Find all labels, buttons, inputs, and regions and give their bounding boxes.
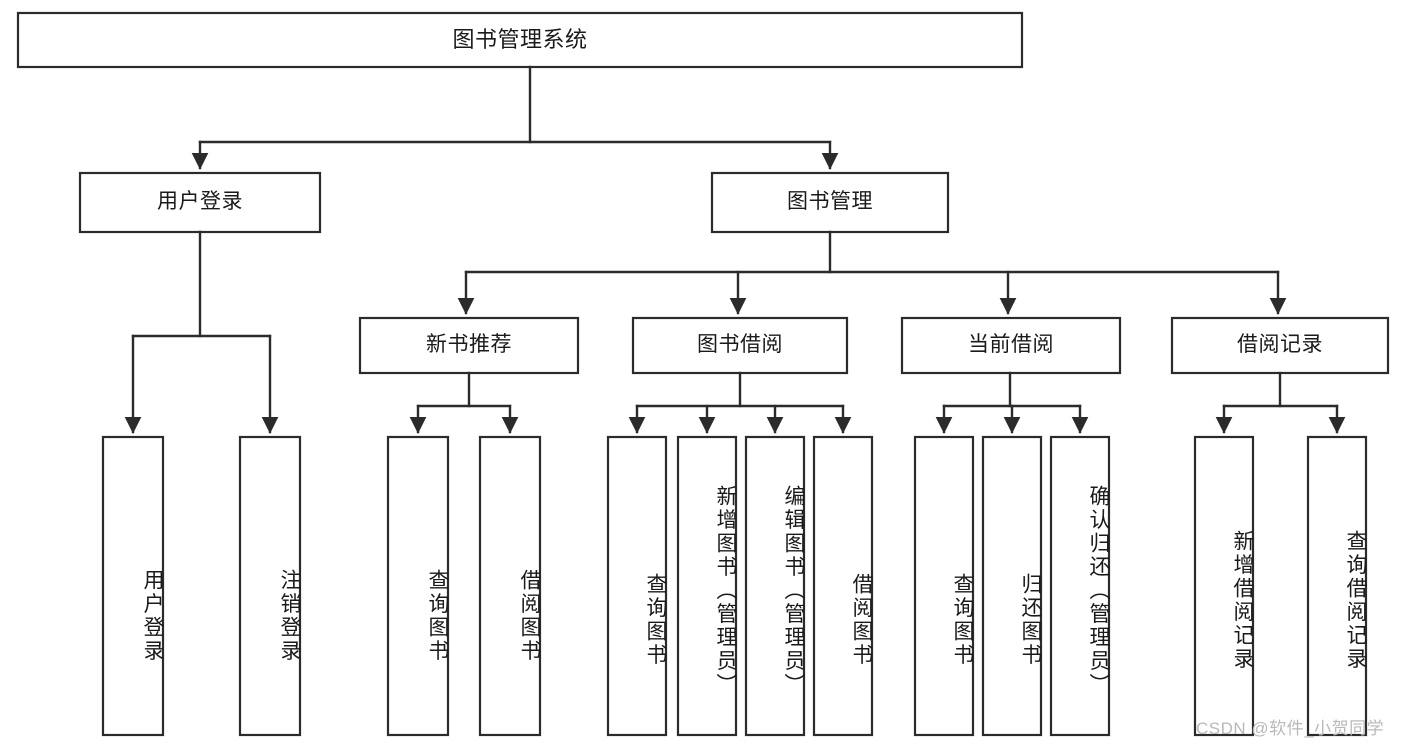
node-leaf-query-book-current-box[interactable] [913,435,975,737]
node-leaf-query-book-borrow-box[interactable] [606,435,668,737]
node-current-borrow-box[interactable] [900,316,1122,375]
node-leaf-user-logout-box[interactable] [238,435,302,737]
node-book-manage-box[interactable] [710,171,950,234]
node-leaf-query-record-box[interactable] [1306,435,1368,737]
node-leaf-confirm-return-box[interactable] [1049,435,1111,737]
node-leaf-return-book-box[interactable] [981,435,1043,737]
node-leaf-add-record-box[interactable] [1193,435,1255,737]
node-leaf-query-book-rec-box[interactable] [386,435,450,737]
node-leaf-user-login-box[interactable] [101,435,165,737]
node-leaf-add-book-box[interactable] [676,435,738,737]
node-new-book-rec-box[interactable] [358,316,580,375]
node-borrow-record-box[interactable] [1170,316,1390,375]
node-leaf-borrow-book-rec-box[interactable] [478,435,542,737]
watermark-text: CSDN @软件_小贺同学 [1196,719,1385,738]
node-user-login-box[interactable] [78,171,322,234]
node-leaf-edit-book-box[interactable] [744,435,806,737]
node-book-borrow-box[interactable] [631,316,849,375]
node-root-box[interactable] [16,11,1024,69]
node-leaf-borrow-book-box[interactable] [812,435,874,737]
